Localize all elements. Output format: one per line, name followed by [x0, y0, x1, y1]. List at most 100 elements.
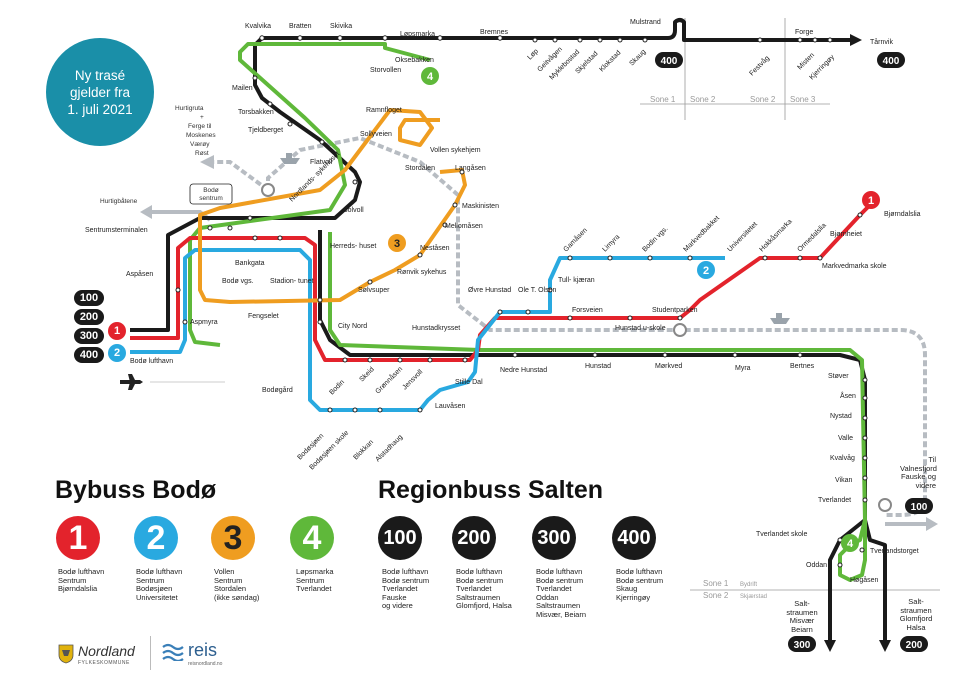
desc-line: Stordalen	[214, 584, 247, 593]
route-400-badge: 400	[661, 56, 678, 67]
desc-line: Bodø sentrum	[536, 575, 584, 585]
stop-label: Bodin vgs.	[641, 225, 669, 253]
stop-label: Stadion- tunet	[270, 278, 314, 285]
new-route-banner: Ny trasé gjelder fra 1. juli 2021	[46, 38, 154, 146]
stop-label: Tull- kjæran	[558, 277, 595, 284]
blue-route	[130, 248, 725, 412]
ferry-note: Moskenes	[186, 132, 216, 139]
zone-label: Sone 1	[703, 579, 729, 588]
stop-label: Støver	[828, 373, 849, 380]
banner-line: Ny trasé	[74, 67, 126, 83]
stop-label: Bodø lufthavn	[130, 358, 173, 365]
stop-label: Tverlandet skole	[756, 531, 807, 538]
stop-label: Bjørndalslia	[884, 211, 921, 218]
line-4-circle: 4	[290, 516, 334, 560]
stop-label: Ormedalslia	[796, 222, 827, 253]
stop-label: Festvåg	[748, 54, 771, 77]
stop-label: Torsbakken	[238, 109, 274, 116]
stop-label: Bertnes	[790, 363, 815, 370]
stop-label: Høgåsen	[850, 576, 879, 584]
line-2-badge: 2	[108, 344, 126, 362]
stop-label: Mellomåsen	[445, 222, 483, 230]
route-300-description: Bodø lufthavn Bodø sentrum Tverlandet Od…	[536, 567, 587, 619]
note-text: Salt- straumen Glomfjord Halsa	[899, 597, 933, 632]
stop-label: Maskinisten	[462, 203, 499, 210]
stop-label: Mailen	[232, 85, 253, 92]
desc-line: Bodøsjøen	[136, 584, 173, 593]
desc-line: Bodø lufthavn	[382, 567, 429, 576]
stop-label: Bankgata	[235, 260, 265, 267]
route-200-badge: 200	[906, 640, 923, 651]
stop-label: Ramnfloget	[366, 107, 402, 114]
stop-label: Bremnes	[480, 29, 509, 36]
nordland-shield-icon	[58, 644, 74, 664]
route-200-circle: 200	[452, 516, 496, 560]
zone-label: Sone 3	[790, 95, 816, 104]
stop-label: Skeid	[358, 366, 375, 383]
stop-label: Myra	[735, 365, 751, 372]
stop-label: Stordalen	[405, 165, 435, 172]
stop-label: Hunstad u-skole	[615, 325, 666, 332]
desc-line: Sentrum	[58, 575, 87, 585]
line-3-circle: 3	[211, 516, 255, 560]
desc-line: Tverlandet	[536, 584, 572, 593]
stop-label: Hokkåsmarka	[758, 217, 794, 253]
ferry-note: Værøy	[190, 141, 210, 148]
note-text: Til Valnesfjord Fauske og videre	[900, 455, 937, 490]
desc-line: Bjørndalslia	[58, 584, 98, 593]
desc-line: Bodø sentrum	[382, 575, 430, 585]
stop-label: Alstadhaug	[374, 434, 404, 464]
stop-label: Rønvik sykehus	[397, 269, 447, 276]
stop-label: Fengselet	[248, 313, 279, 320]
desc-line: Oddan	[536, 592, 559, 602]
stop-label: Tårnvik	[870, 38, 893, 46]
stop-label: Forge	[795, 29, 813, 36]
stop-label: Stille Dal	[455, 379, 483, 386]
stop-label: Oddan	[806, 562, 827, 569]
valnesfjord-note: Til Valnesfjord Fauske og videre	[900, 455, 937, 490]
stop-label: Forsveien	[572, 307, 603, 314]
stop-label: Hunstad	[585, 363, 611, 370]
logo-divider	[150, 636, 151, 670]
stop-label: Tverlandstorget	[870, 548, 919, 555]
desc-line: Bodø lufthavn	[616, 567, 663, 576]
reis-subtitle: reisnordland.no	[188, 661, 223, 667]
line-4-badge: 4	[847, 538, 854, 550]
desc-line: og videre	[382, 601, 413, 610]
desc-line: Kjerringøy	[616, 592, 651, 602]
stop-label: Oksebakken	[395, 57, 434, 64]
desc-line: Misvær, Beiarn	[536, 609, 587, 619]
stop-label: Jensvoll	[401, 368, 424, 391]
stop-label: Vollen sykehjem	[430, 147, 481, 154]
stop-label: Storvollen	[370, 67, 401, 74]
stop-label: Nedre Hunstad	[500, 367, 547, 374]
stop-label: Markvedbakket	[682, 215, 721, 254]
green-route	[188, 42, 867, 582]
line-1-circle: 1	[56, 516, 100, 560]
stop-label: Lauvåsen	[435, 402, 465, 410]
line-1-badge: 1	[108, 322, 126, 340]
stop-label: Kvalvika	[245, 23, 271, 30]
desc-line: Tverlandet	[382, 584, 418, 593]
stop-label: Aspmyra	[190, 319, 218, 326]
desc-line: Bodø sentrum	[456, 575, 504, 585]
desc-line: (ikke søndag)	[214, 592, 260, 602]
ferry-note: Ferge til	[188, 123, 212, 130]
airplane-icon	[120, 374, 143, 390]
saltstraumen-note-right: Salt- straumen Glomfjord Halsa	[896, 597, 936, 632]
ferry-note: Røst	[195, 150, 209, 157]
reis-logo: reis reisnordland.no	[162, 640, 242, 672]
stop-label: Valle	[838, 435, 853, 442]
nordland-subtitle: FYLKESKOMMUNE	[78, 660, 130, 666]
line-2-description: Bodø lufthavn Sentrum Bodøsjøen Universi…	[136, 567, 182, 602]
stop-label: Mørkved	[655, 363, 682, 370]
route-100-description: Bodø lufthavn Bodø sentrum Tverlandet Fa…	[382, 567, 430, 611]
zone-label: Sone 2	[750, 95, 776, 104]
desc-line: Vollen	[214, 567, 235, 576]
line-2-badge: 2	[703, 265, 709, 277]
orange-route	[198, 108, 467, 304]
stop-label: Universitetet	[726, 221, 758, 253]
ferry-note: +	[200, 114, 204, 121]
saltstraumen-note-left: Salt- straumen Misvær Beiarn	[782, 599, 822, 634]
